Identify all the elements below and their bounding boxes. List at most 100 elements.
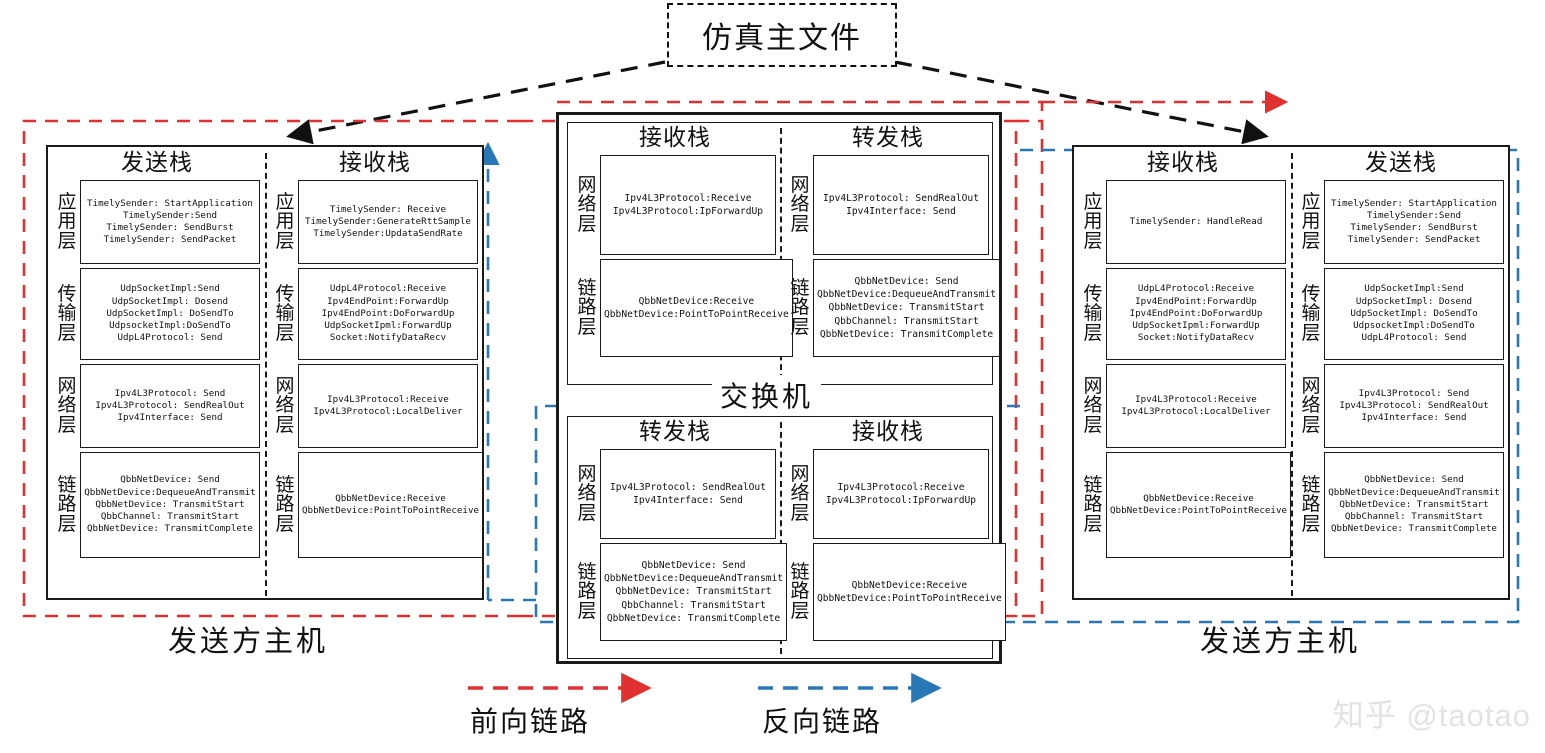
call-line: Ipv4Interface: Send [1361, 412, 1467, 424]
layer-label-network: 网络层 [574, 449, 600, 539]
call-line: Ipv4L3Protocol: SendRealOut [610, 481, 766, 493]
call-line: TimelySender: StartApplication [87, 197, 253, 209]
layer-label-link: 链路层 [272, 452, 298, 558]
call-line: UdpSocketIpml:ForwardUp [324, 320, 452, 332]
simulation-main-file-box[interactable]: 仿真主文件 [667, 3, 897, 67]
switch-top-right-stack-title: 转发栈 [852, 125, 924, 150]
layer-label-char: 网 [57, 375, 77, 397]
call-line: QbbNetDevice:PointToPointReceive [604, 309, 789, 320]
layer-label-link: 链路层 [787, 259, 813, 357]
layer-label-char: 路 [1301, 494, 1321, 516]
layer-label-link: 链路层 [574, 543, 600, 641]
layer-label-char: 网 [1301, 375, 1321, 397]
layer-label-char: 层 [790, 600, 810, 622]
layer-label-char: 应 [57, 191, 77, 213]
call-line: Ipv4EndPoint:DoForwardUp [321, 307, 455, 319]
layer-label-char: 输 [1083, 303, 1103, 325]
call-line: TimelySender: SendBurst [1350, 222, 1478, 233]
layer-label-network: 网络层 [272, 364, 298, 448]
layer-label-network: 网络层 [787, 155, 813, 255]
layer-label-transport: 传输层 [54, 268, 80, 360]
layer-label-char: 用 [57, 211, 77, 233]
layer-label-char: 络 [1083, 395, 1103, 417]
layer-label-network: 网络层 [1298, 364, 1324, 448]
call-line: TimelySender: SendPacket [1347, 234, 1481, 246]
legend-forward-label: 前向链路 [470, 707, 591, 738]
layer-content-app[interactable]: TimelySender: HandleRead [1106, 180, 1286, 264]
layer-label-char: 网 [1083, 375, 1103, 397]
layer-label-char: 层 [1083, 230, 1103, 252]
call-line: QbbNetDevice: TransmitComplete [87, 523, 253, 535]
layer-label-char: 用 [1083, 211, 1103, 233]
layer-label-char: 络 [790, 194, 810, 216]
call-line: QbbNetDevice:Receive [335, 492, 446, 504]
layer-label-char: 路 [275, 494, 295, 516]
layer-label-network: 网络层 [1080, 364, 1106, 448]
simulation-main-file-label: 仿真主文件 [702, 22, 862, 55]
layer-label-char: 络 [577, 483, 597, 505]
layer-label-char: 层 [1301, 513, 1321, 535]
left-host-send-stack-title: 发送栈 [121, 150, 193, 175]
call-line: UdpsocketImpl:DoSendTo [1353, 320, 1475, 332]
call-line: Socket:NotifyDataRecv [1137, 332, 1255, 344]
layer-label-char: 层 [577, 502, 597, 524]
layer-label-char: 链 [1301, 474, 1321, 496]
layer-label-link: 链路层 [574, 259, 600, 357]
layer-label-link: 链路层 [1080, 452, 1106, 558]
call-line: QbbNetDevice:Receive [1143, 492, 1254, 504]
layer-label-char: 层 [577, 316, 597, 338]
call-line: UdpL4Protocol:Receive [1137, 283, 1255, 295]
left-host-caption: 发送方主机 [168, 626, 329, 658]
call-line: Ipv4L3Protocol:Receive [1135, 393, 1257, 405]
call-line: QbbNetDevice: TransmitComplete [1331, 523, 1497, 535]
call-line: TimelySender:Send [122, 209, 218, 221]
call-line: QbbNetDevice: TransmitStart [615, 586, 772, 598]
call-line: Ipv4L3Protocol:IpForwardUp [825, 495, 977, 506]
call-line: UdpL4Protocol: Send [1361, 332, 1467, 344]
layer-label-app: 应用层 [272, 180, 298, 264]
layer-label-char: 应 [1301, 191, 1321, 213]
call-line: QbbNetDevice:PointToPointReceive [1110, 505, 1288, 516]
call-line: UdpSocketImpl: Dosend [111, 295, 229, 307]
